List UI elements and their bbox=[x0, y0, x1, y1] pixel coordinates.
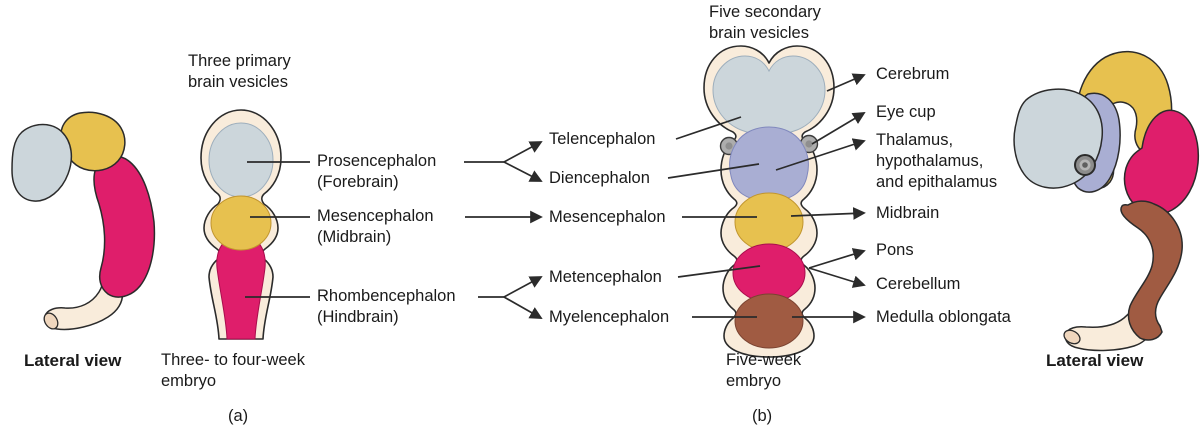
eye-cup-left-center bbox=[725, 142, 733, 150]
panel-b-title-line1: Five secondary bbox=[709, 3, 821, 21]
embryo-a-prosencephalon-shape bbox=[11, 123, 73, 202]
adult-structure-name-line1: Thalamus, bbox=[876, 131, 954, 149]
panel-letter-text: (a) bbox=[228, 407, 249, 425]
label-rhombencephalon: Rhombencephalon (Hindbrain) bbox=[317, 286, 456, 328]
panel-b-title-line2: brain vesicles bbox=[709, 24, 809, 42]
caption-lateral-view-b: Lateral view bbox=[1046, 350, 1143, 371]
adult-structure-name: Pons bbox=[876, 241, 914, 259]
metencephalon-shape bbox=[732, 243, 806, 303]
arrow-to-telencephalon bbox=[503, 141, 543, 163]
five-vesicle-diagram bbox=[703, 45, 835, 358]
embryo-a-rhombencephalon-shape bbox=[93, 155, 156, 298]
primary-vesicle-name: Rhombencephalon bbox=[317, 287, 456, 305]
panel-b-letter: (b) bbox=[752, 406, 772, 427]
adult-structure-name: Eye cup bbox=[876, 103, 936, 121]
label-mesencephalon-primary: Mesencephalon (Midbrain) bbox=[317, 206, 434, 248]
label-telencephalon: Telencephalon bbox=[549, 129, 655, 150]
embryo-b-caption-line1: Five-week bbox=[726, 351, 802, 369]
caption-lateral-view-a: Lateral view bbox=[24, 350, 121, 371]
primary-vesicle-name: Prosencephalon bbox=[317, 152, 437, 170]
prosencephalon-shape bbox=[208, 122, 274, 198]
adult-structure-name-line3: and epithalamus bbox=[876, 173, 998, 191]
caption-embryo-a: Three- to four-week embryo bbox=[161, 350, 305, 392]
secondary-vesicle-name: Diencephalon bbox=[549, 169, 650, 187]
label-eye-cup: Eye cup bbox=[876, 102, 936, 123]
embryo-b-pons-cerebellum-shape bbox=[1123, 109, 1200, 215]
mesencephalon-shape bbox=[210, 195, 272, 251]
lead-diencephalon bbox=[667, 163, 760, 179]
label-midbrain: Midbrain bbox=[876, 203, 939, 224]
three-vesicle-diagram bbox=[200, 109, 282, 340]
eye-cup-right-center bbox=[805, 140, 813, 148]
lead-telencephalon bbox=[675, 116, 742, 140]
label-metencephalon: Metencephalon bbox=[549, 267, 662, 288]
secondary-vesicle-name: Metencephalon bbox=[549, 268, 662, 286]
adult-structure-name: Medulla oblongata bbox=[876, 308, 1011, 326]
embryo-a-tail-opening bbox=[43, 312, 59, 330]
panel-b-title: Five secondary brain vesicles bbox=[709, 2, 821, 44]
embryo-b-caption-line2: embryo bbox=[726, 372, 782, 390]
panel-a-title-line2: brain vesicles bbox=[188, 73, 288, 91]
embryo-a-caption-line2: embryo bbox=[161, 372, 217, 390]
primary-vesicle-common-name: (Hindbrain) bbox=[317, 308, 399, 326]
lead-metencephalon bbox=[677, 265, 761, 278]
label-prosencephalon: Prosencephalon (Forebrain) bbox=[317, 151, 436, 193]
embryo-b-eye-pupil bbox=[1082, 162, 1088, 168]
label-pons: Pons bbox=[876, 240, 914, 261]
panel-a-title: Three primary brain vesicles bbox=[188, 51, 291, 93]
lateral-view-text: Lateral view bbox=[1046, 351, 1144, 370]
arrow-to-cerebrum bbox=[826, 73, 866, 92]
embryo-a-caption-line1: Three- to four-week bbox=[161, 351, 305, 369]
label-thalamus-group: Thalamus, hypothalamus, and epithalamus bbox=[876, 130, 997, 193]
arrow-to-myelencephalon bbox=[503, 296, 543, 319]
adult-structure-name: Cerebrum bbox=[876, 65, 950, 83]
panel-a-letter: (a) bbox=[228, 406, 248, 427]
primary-vesicle-common-name: (Forebrain) bbox=[317, 173, 399, 191]
label-diencephalon: Diencephalon bbox=[549, 168, 650, 189]
embryo-b-lateral-illustration bbox=[1013, 50, 1200, 352]
panel-letter-text: (b) bbox=[752, 407, 773, 425]
embryo-b-tail-opening bbox=[1063, 329, 1081, 345]
arrow-to-diencephalon bbox=[503, 161, 543, 182]
label-cerebellum: Cerebellum bbox=[876, 274, 960, 295]
arrow-to-midbrain bbox=[790, 207, 866, 220]
embryo-a-mesencephalon-shape bbox=[60, 111, 126, 172]
label-medulla-oblongata: Medulla oblongata bbox=[876, 307, 1011, 328]
adult-structure-name: Cerebellum bbox=[876, 275, 961, 293]
connector-lines bbox=[245, 73, 866, 324]
arrow-to-cerebellum bbox=[808, 267, 866, 288]
arrow-to-thalamus bbox=[775, 138, 866, 171]
adult-structure-name-line2: hypothalamus, bbox=[876, 152, 984, 170]
label-myelencephalon: Myelencephalon bbox=[549, 307, 669, 328]
lateral-view-text: Lateral view bbox=[24, 351, 122, 370]
label-cerebrum: Cerebrum bbox=[876, 64, 949, 85]
mesencephalon-secondary-shape bbox=[734, 192, 804, 252]
panel-a-title-line1: Three primary bbox=[188, 52, 291, 70]
caption-embryo-b: Five-week embryo bbox=[726, 350, 801, 392]
primary-vesicle-name: Mesencephalon bbox=[317, 207, 434, 225]
secondary-vesicle-name: Myelencephalon bbox=[549, 308, 670, 326]
adult-structure-name: Midbrain bbox=[876, 204, 940, 222]
primary-vesicle-common-name: (Midbrain) bbox=[317, 228, 392, 246]
arrow-to-eye-cup bbox=[811, 112, 866, 145]
secondary-vesicle-name: Telencephalon bbox=[549, 130, 656, 148]
rhombencephalon-shape bbox=[216, 241, 266, 340]
embryo-a-lateral-illustration bbox=[11, 111, 156, 331]
myelencephalon-shape bbox=[734, 293, 804, 349]
label-mesencephalon-secondary: Mesencephalon bbox=[549, 207, 666, 228]
arrow-to-metencephalon bbox=[503, 276, 543, 298]
arrow-to-pons bbox=[808, 248, 866, 269]
secondary-vesicle-name: Mesencephalon bbox=[549, 208, 666, 226]
embryo-b-medulla-shape bbox=[1120, 200, 1183, 341]
